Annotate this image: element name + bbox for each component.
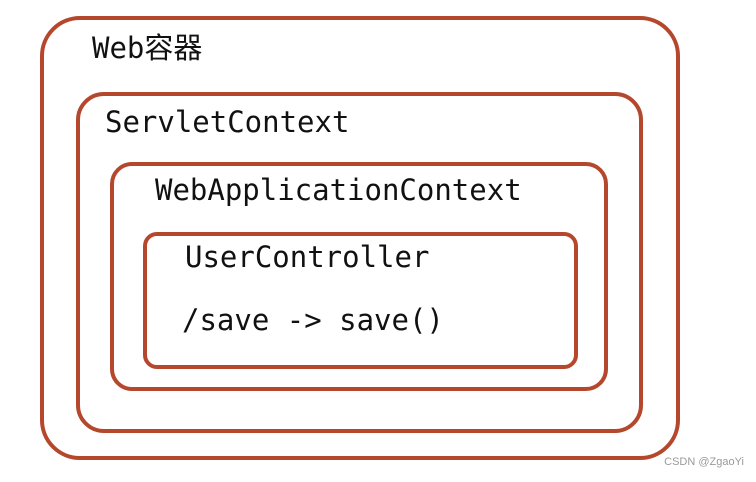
web-application-context-label: WebApplicationContext [155,173,522,207]
web-container-label: Web容器 [92,31,203,65]
servlet-context-box [76,92,643,433]
save-mapping-label: /save -> save() [182,303,444,337]
watermark: CSDN @ZgaoYi [664,456,744,468]
user-controller-box [143,232,578,369]
web-container-box [40,16,680,460]
user-controller-label: UserController [185,240,430,274]
web-application-context-box [110,162,608,391]
servlet-context-label: ServletContext [105,105,350,139]
